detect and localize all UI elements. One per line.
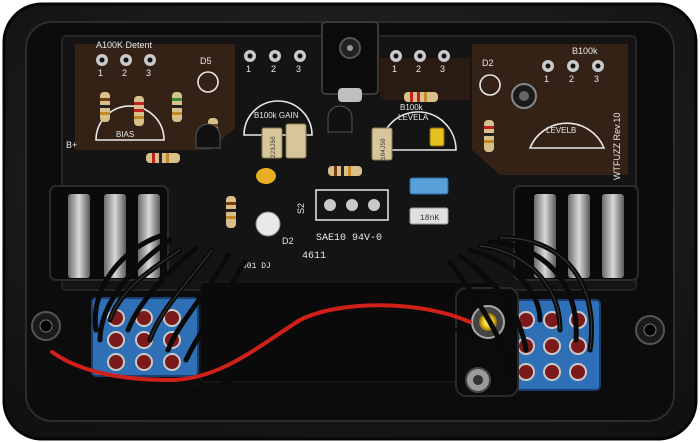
levela-value: B100k	[400, 103, 424, 112]
wire-highlights	[109, 237, 592, 351]
d2-label: D2	[482, 58, 494, 68]
pot-center-pin3: 3	[296, 64, 301, 74]
mounting-screw-right	[635, 315, 665, 345]
pot-left-name: A100K Detent	[96, 40, 153, 50]
pot-right-name: B100k	[572, 46, 598, 56]
laminate-code: SAE10 94V-0	[316, 233, 382, 244]
pot-levela-pin2: 2	[416, 64, 421, 74]
ic-marking-left: 223J50	[270, 136, 277, 158]
pot-center-pads	[244, 50, 306, 62]
levelb-label: LEVELB	[546, 126, 576, 135]
pot-left-pads	[96, 54, 156, 66]
pot-right-pads	[542, 60, 604, 72]
lower-fragment: 501 DJ	[242, 262, 271, 271]
pot-left-pin2: 2	[122, 68, 127, 78]
pot-center-pin2: 2	[271, 64, 276, 74]
pot-levela-pin1: 1	[392, 64, 397, 74]
footswitch-right	[507, 299, 601, 391]
pcb-copper-right	[472, 44, 628, 175]
pot-right-pin3: 3	[594, 74, 599, 84]
electrolytic-capacitor	[511, 83, 537, 109]
footswitch-left	[91, 297, 199, 377]
pcb-copper-mid	[380, 58, 470, 100]
pot-left-pin3: 3	[146, 68, 151, 78]
d5-label: D5	[200, 56, 212, 66]
pot-levela-pin3: 3	[440, 64, 445, 74]
bplus-label: B+	[66, 140, 77, 150]
pot-right-pin2: 2	[569, 74, 574, 84]
date-code: 4611	[302, 251, 326, 262]
input-jack-left	[49, 185, 169, 281]
pot-center-pin1: 1	[246, 64, 251, 74]
mounting-screw-left	[31, 311, 61, 341]
red-battery-wire	[50, 303, 472, 383]
film-capacitors	[256, 123, 449, 225]
dc-power-jack	[321, 21, 379, 102]
gain-label: B100k GAIN	[254, 111, 299, 120]
pcb-copper-left	[75, 44, 235, 150]
levela-label: LEVELA	[398, 113, 429, 122]
s2-label: S2	[296, 203, 306, 214]
bias-label: BIAS	[116, 130, 134, 139]
pot-right-pin1: 1	[544, 74, 549, 84]
red-wire-black-lead	[178, 319, 472, 394]
pot-levela-pads	[390, 50, 450, 62]
white-capacitor	[255, 211, 281, 237]
transistors	[195, 105, 353, 149]
board-name: WTFUZZ Rev.10	[612, 113, 622, 180]
pot-left-pin1: 1	[98, 68, 103, 78]
cap-marking: 18nK	[420, 214, 439, 223]
d2-lower-label: D2	[282, 236, 294, 246]
ic-marking-right: 104J50	[380, 138, 387, 160]
s2-switch-pads	[315, 189, 389, 221]
